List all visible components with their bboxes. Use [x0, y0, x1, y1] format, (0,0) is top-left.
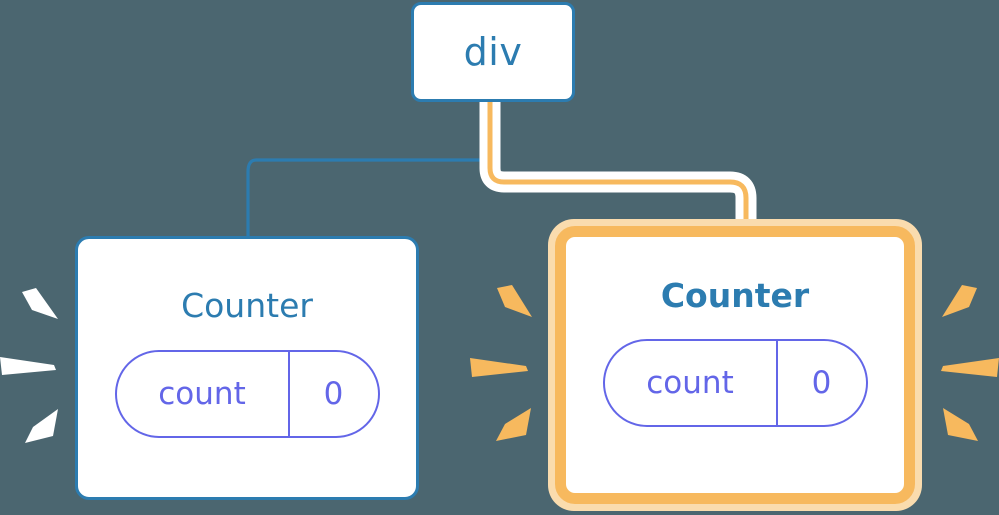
burst-ray-amber-mid	[470, 358, 528, 377]
burst-ray-white-top	[22, 288, 58, 319]
burst-ray-amber-right-top	[942, 285, 977, 317]
node-div[interactable]: div	[411, 2, 575, 102]
counter-right-highlight-ring: Counter count 0	[555, 226, 915, 504]
node-div-label: div	[463, 30, 523, 74]
burst-counter-right-inner	[497, 285, 532, 317]
burst-counter-left-inner	[470, 285, 532, 441]
node-counter-right[interactable]: Counter count 0	[548, 219, 922, 511]
edge-div-to-counter-right	[487, 102, 749, 236]
counter-right-title: Counter	[660, 276, 810, 315]
counter-left-state-key: count	[158, 375, 246, 412]
counter-right-state-value: 0	[775, 341, 866, 425]
burst-counter-left-outer	[0, 288, 58, 443]
burst-ray-amber-top	[497, 285, 532, 317]
burst-ray-amber-bottom	[496, 408, 531, 441]
burst-counter-right-outer	[941, 285, 999, 441]
counter-left-title: Counter	[181, 286, 313, 325]
burst-ray-white-mid	[0, 357, 56, 375]
burst-ray-white-bottom	[25, 409, 58, 443]
counter-right-state-pill[interactable]: count 0	[602, 339, 868, 427]
counter-right-body: Counter count 0	[566, 237, 904, 493]
edge-div-to-counter-left	[246, 100, 495, 238]
counter-left-state-pill[interactable]: count 0	[114, 350, 380, 438]
counter-left-body: Counter count 0	[78, 239, 416, 497]
burst-ray-amber-right-bottom	[943, 408, 978, 441]
counter-right-state-key: count	[646, 364, 734, 401]
counter-left-state-value: 0	[287, 352, 378, 436]
node-counter-left[interactable]: Counter count 0	[75, 236, 419, 500]
burst-ray-amber-right-mid	[941, 358, 999, 377]
